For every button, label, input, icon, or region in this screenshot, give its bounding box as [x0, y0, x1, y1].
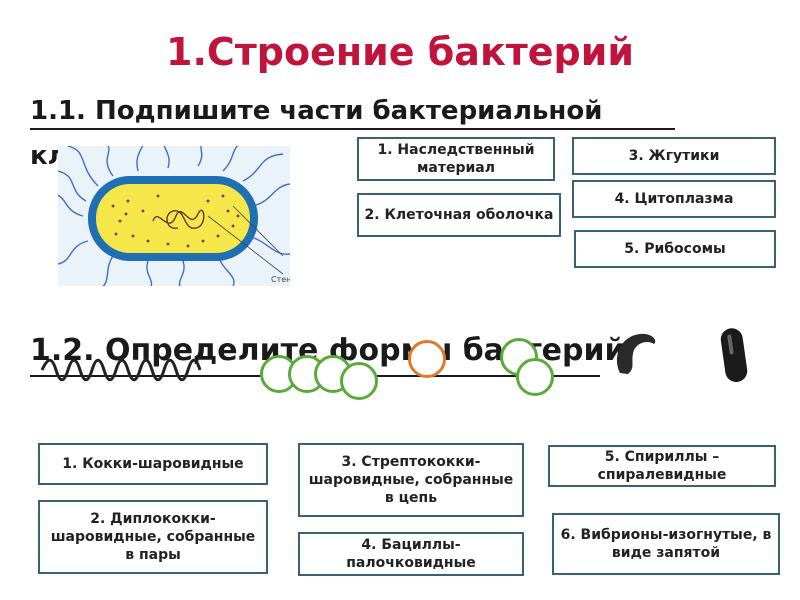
nucleoid	[152, 209, 205, 229]
ribosomes	[111, 194, 240, 248]
label-flagella[interactable]: 3. Жгутики	[572, 137, 776, 175]
cytoplasm	[96, 184, 250, 253]
type-bacilli[interactable]: 4. Бациллы-палочковидные	[298, 532, 524, 576]
type-diplococci[interactable]: 2. Диплококки-шаровидные, собранные в па…	[38, 500, 268, 574]
figure-caption: Стен	[271, 275, 290, 284]
label-cytoplasm[interactable]: 4. Цитоплазма	[572, 180, 776, 218]
label-hereditary-material[interactable]: 1. Наследственный материал	[357, 137, 555, 181]
bacterium-illustration: Стен	[58, 146, 290, 286]
label-ribosomes[interactable]: 5. Рибосомы	[574, 230, 776, 268]
pointer-line	[232, 205, 284, 257]
label-cell-wall[interactable]: 2. Клеточная оболочка	[357, 193, 561, 237]
type-spirilla[interactable]: 5. Спириллы – спиралевидные	[548, 445, 776, 487]
type-vibrios[interactable]: 6. Вибрионы-изогнутые, в виде запятой	[552, 513, 780, 575]
type-cocci[interactable]: 1. Кокки-шаровидные	[38, 443, 268, 485]
vibrio-shape[interactable]	[610, 328, 660, 378]
section1-underline	[30, 128, 675, 130]
pointer-line	[207, 215, 284, 275]
coccus-circle-single[interactable]	[408, 340, 446, 378]
spirillum-shape[interactable]	[40, 355, 205, 385]
bacillus-shape[interactable]	[718, 326, 752, 384]
coccus-circle[interactable]	[340, 362, 378, 400]
type-streptococci[interactable]: 3. Стрептококки-шаровидные, собранные в …	[298, 443, 524, 517]
section1-heading: 1.1. Подпишите части бактериальной	[30, 96, 603, 126]
diplococcus-circle[interactable]	[516, 358, 554, 396]
page-title: 1.Строение бактерий	[166, 30, 634, 74]
